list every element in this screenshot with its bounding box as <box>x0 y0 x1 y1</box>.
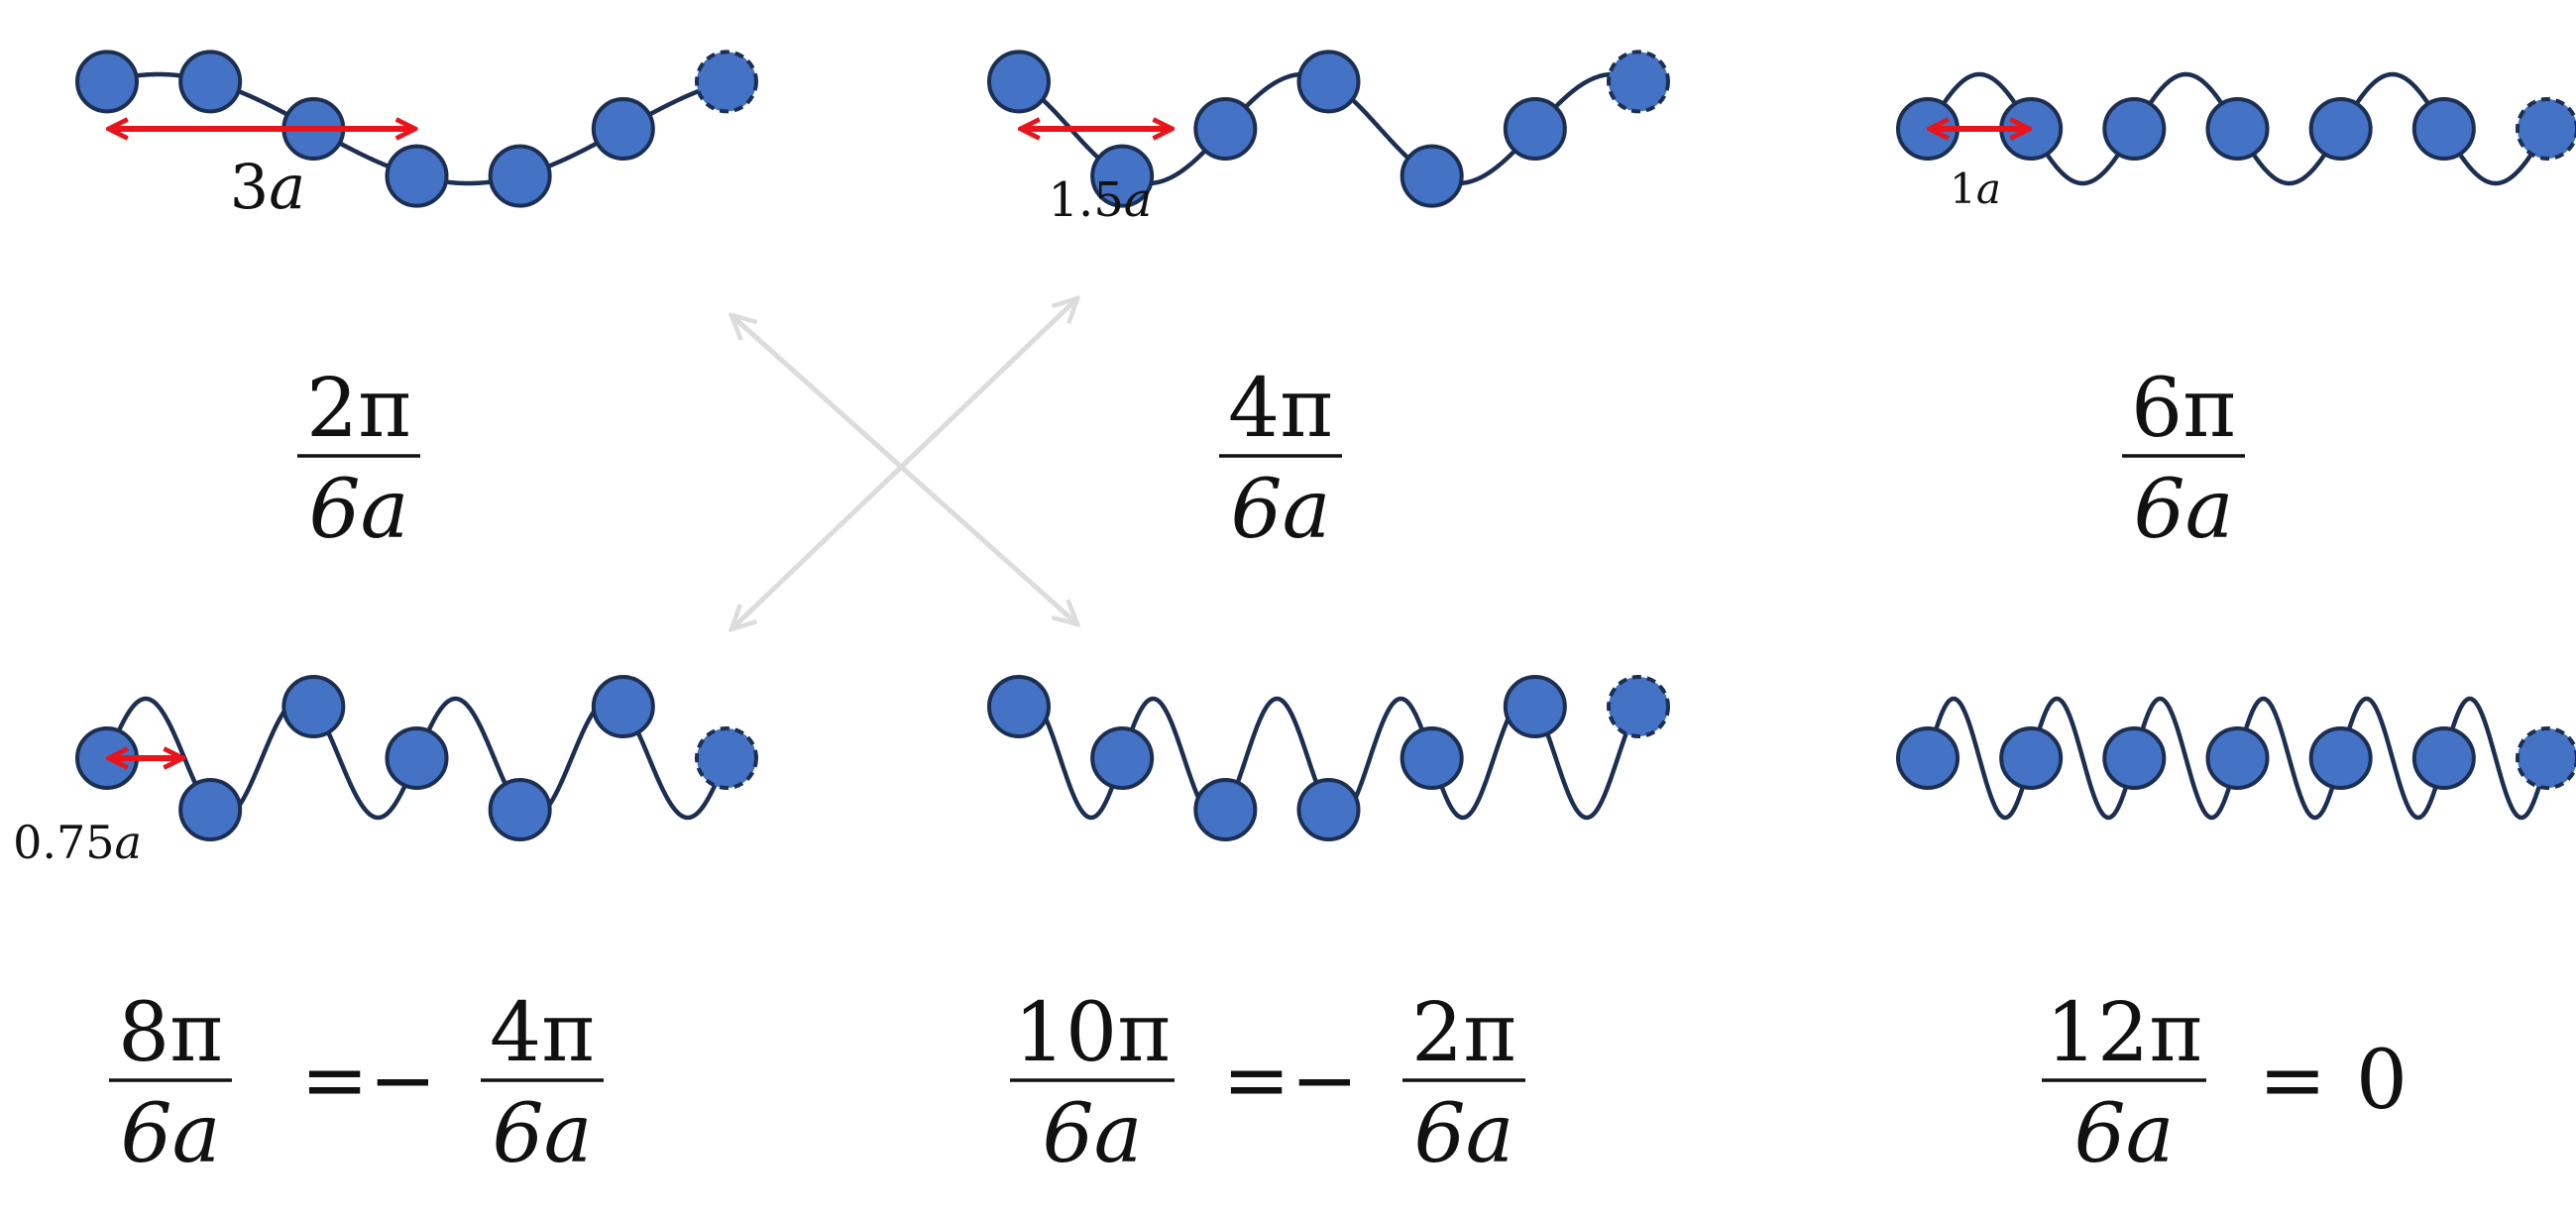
wavelength-unit: a <box>269 151 305 223</box>
lattice-atom <box>1503 97 1567 162</box>
aliased-wavevector-denominator: 6a <box>492 1087 592 1181</box>
lattice-atom <box>987 675 1051 739</box>
wavelength-unit: a <box>1124 172 1153 228</box>
wavevector-numerator: 6π <box>2131 362 2236 456</box>
lattice-atom <box>2308 726 2373 790</box>
lattice-atom <box>178 50 243 114</box>
aliased-wavevector-numerator: 2π <box>1411 986 1516 1080</box>
wavelength-unit: a <box>114 816 141 869</box>
wavevector-denominator: 6a <box>2133 463 2233 557</box>
aliasing-cross-arrows <box>733 300 1075 627</box>
wavevector-denominator: 6a <box>308 463 408 557</box>
wavevector-numerator: 12π <box>2046 986 2202 1080</box>
lattice-atom <box>488 144 552 208</box>
lattice-atom <box>2102 97 2167 161</box>
lattice-atom <box>385 144 449 208</box>
lattice-atom <box>488 777 552 841</box>
periodic-image-atom <box>2516 97 2576 161</box>
aliased-wavevector-numerator: 4π <box>490 986 595 1080</box>
lattice-atom <box>2102 726 2167 790</box>
lattice-atom <box>591 675 655 739</box>
lattice-atom <box>178 777 243 841</box>
periodic-image-atom <box>695 726 758 790</box>
wavelength-value: 1 <box>1950 165 1976 213</box>
wavelength-unit: a <box>1976 165 2001 213</box>
lattice-atom <box>1400 144 1464 208</box>
periodic-image-atom <box>1607 50 1670 114</box>
wavelength-label: 0.75a <box>13 816 142 869</box>
lattice-atom <box>1193 97 1258 162</box>
lattice-atom <box>1193 777 1258 841</box>
equals-sign: = <box>2259 1034 2327 1128</box>
wavevector-numerator: 10π <box>1014 986 1171 1080</box>
lattice-atom <box>75 50 139 114</box>
wavevector-numerator: 4π <box>1228 362 1333 456</box>
lattice-atom <box>1503 675 1567 739</box>
lattice-atom <box>281 675 346 739</box>
wave-panels: 3a2π6a1.5a4π6a1a6π6a0.75a8π6a=−4π6a10π6a… <box>13 50 2576 1181</box>
lattice-atom <box>2308 97 2373 161</box>
zero-wavevector: 0 <box>2356 1034 2408 1128</box>
wavelength-label: 1.5a <box>1049 172 1153 228</box>
lattice-atom <box>2205 97 2270 161</box>
lattice-atom <box>2411 726 2476 790</box>
periodic-image-atom <box>2516 726 2576 790</box>
wavelength-label: 3a <box>230 151 305 223</box>
wavevector-denominator: 6a <box>2073 1087 2174 1181</box>
wavevector-numerator: 8π <box>118 986 223 1080</box>
periodic-image-atom <box>695 50 758 114</box>
lattice-atom <box>1999 726 2064 790</box>
wavevector-numerator: 2π <box>306 362 411 456</box>
lattice-atom <box>1400 726 1464 791</box>
lattice-atom <box>987 50 1051 114</box>
wavevector-denominator: 6a <box>120 1087 220 1181</box>
lattice-atom <box>2411 97 2476 161</box>
aliased-wavevector-denominator: 6a <box>1413 1087 1513 1181</box>
wavevector-denominator: 6a <box>1042 1087 1142 1181</box>
equals-minus: =− <box>300 1034 436 1128</box>
wavevector-denominator: 6a <box>1230 463 1330 557</box>
wavelength-value: 1.5 <box>1049 172 1124 228</box>
equals-minus: =− <box>1222 1034 1358 1128</box>
lattice-atom <box>1896 726 1960 790</box>
lattice-atom <box>1296 777 1361 841</box>
lattice-atom <box>1090 725 1155 790</box>
aliasing-arrow-up <box>733 300 1075 627</box>
lattice-atom <box>2205 726 2270 790</box>
wavelength-value: 0.75 <box>13 816 114 869</box>
wavelength-value: 3 <box>230 151 269 223</box>
lattice-atom <box>385 726 449 790</box>
lattice-atom <box>1090 144 1155 208</box>
lattice-atom <box>1296 50 1361 114</box>
lattice-atom <box>591 96 655 161</box>
periodic-image-atom <box>1607 675 1670 739</box>
wavelength-label: 1a <box>1950 165 2001 213</box>
